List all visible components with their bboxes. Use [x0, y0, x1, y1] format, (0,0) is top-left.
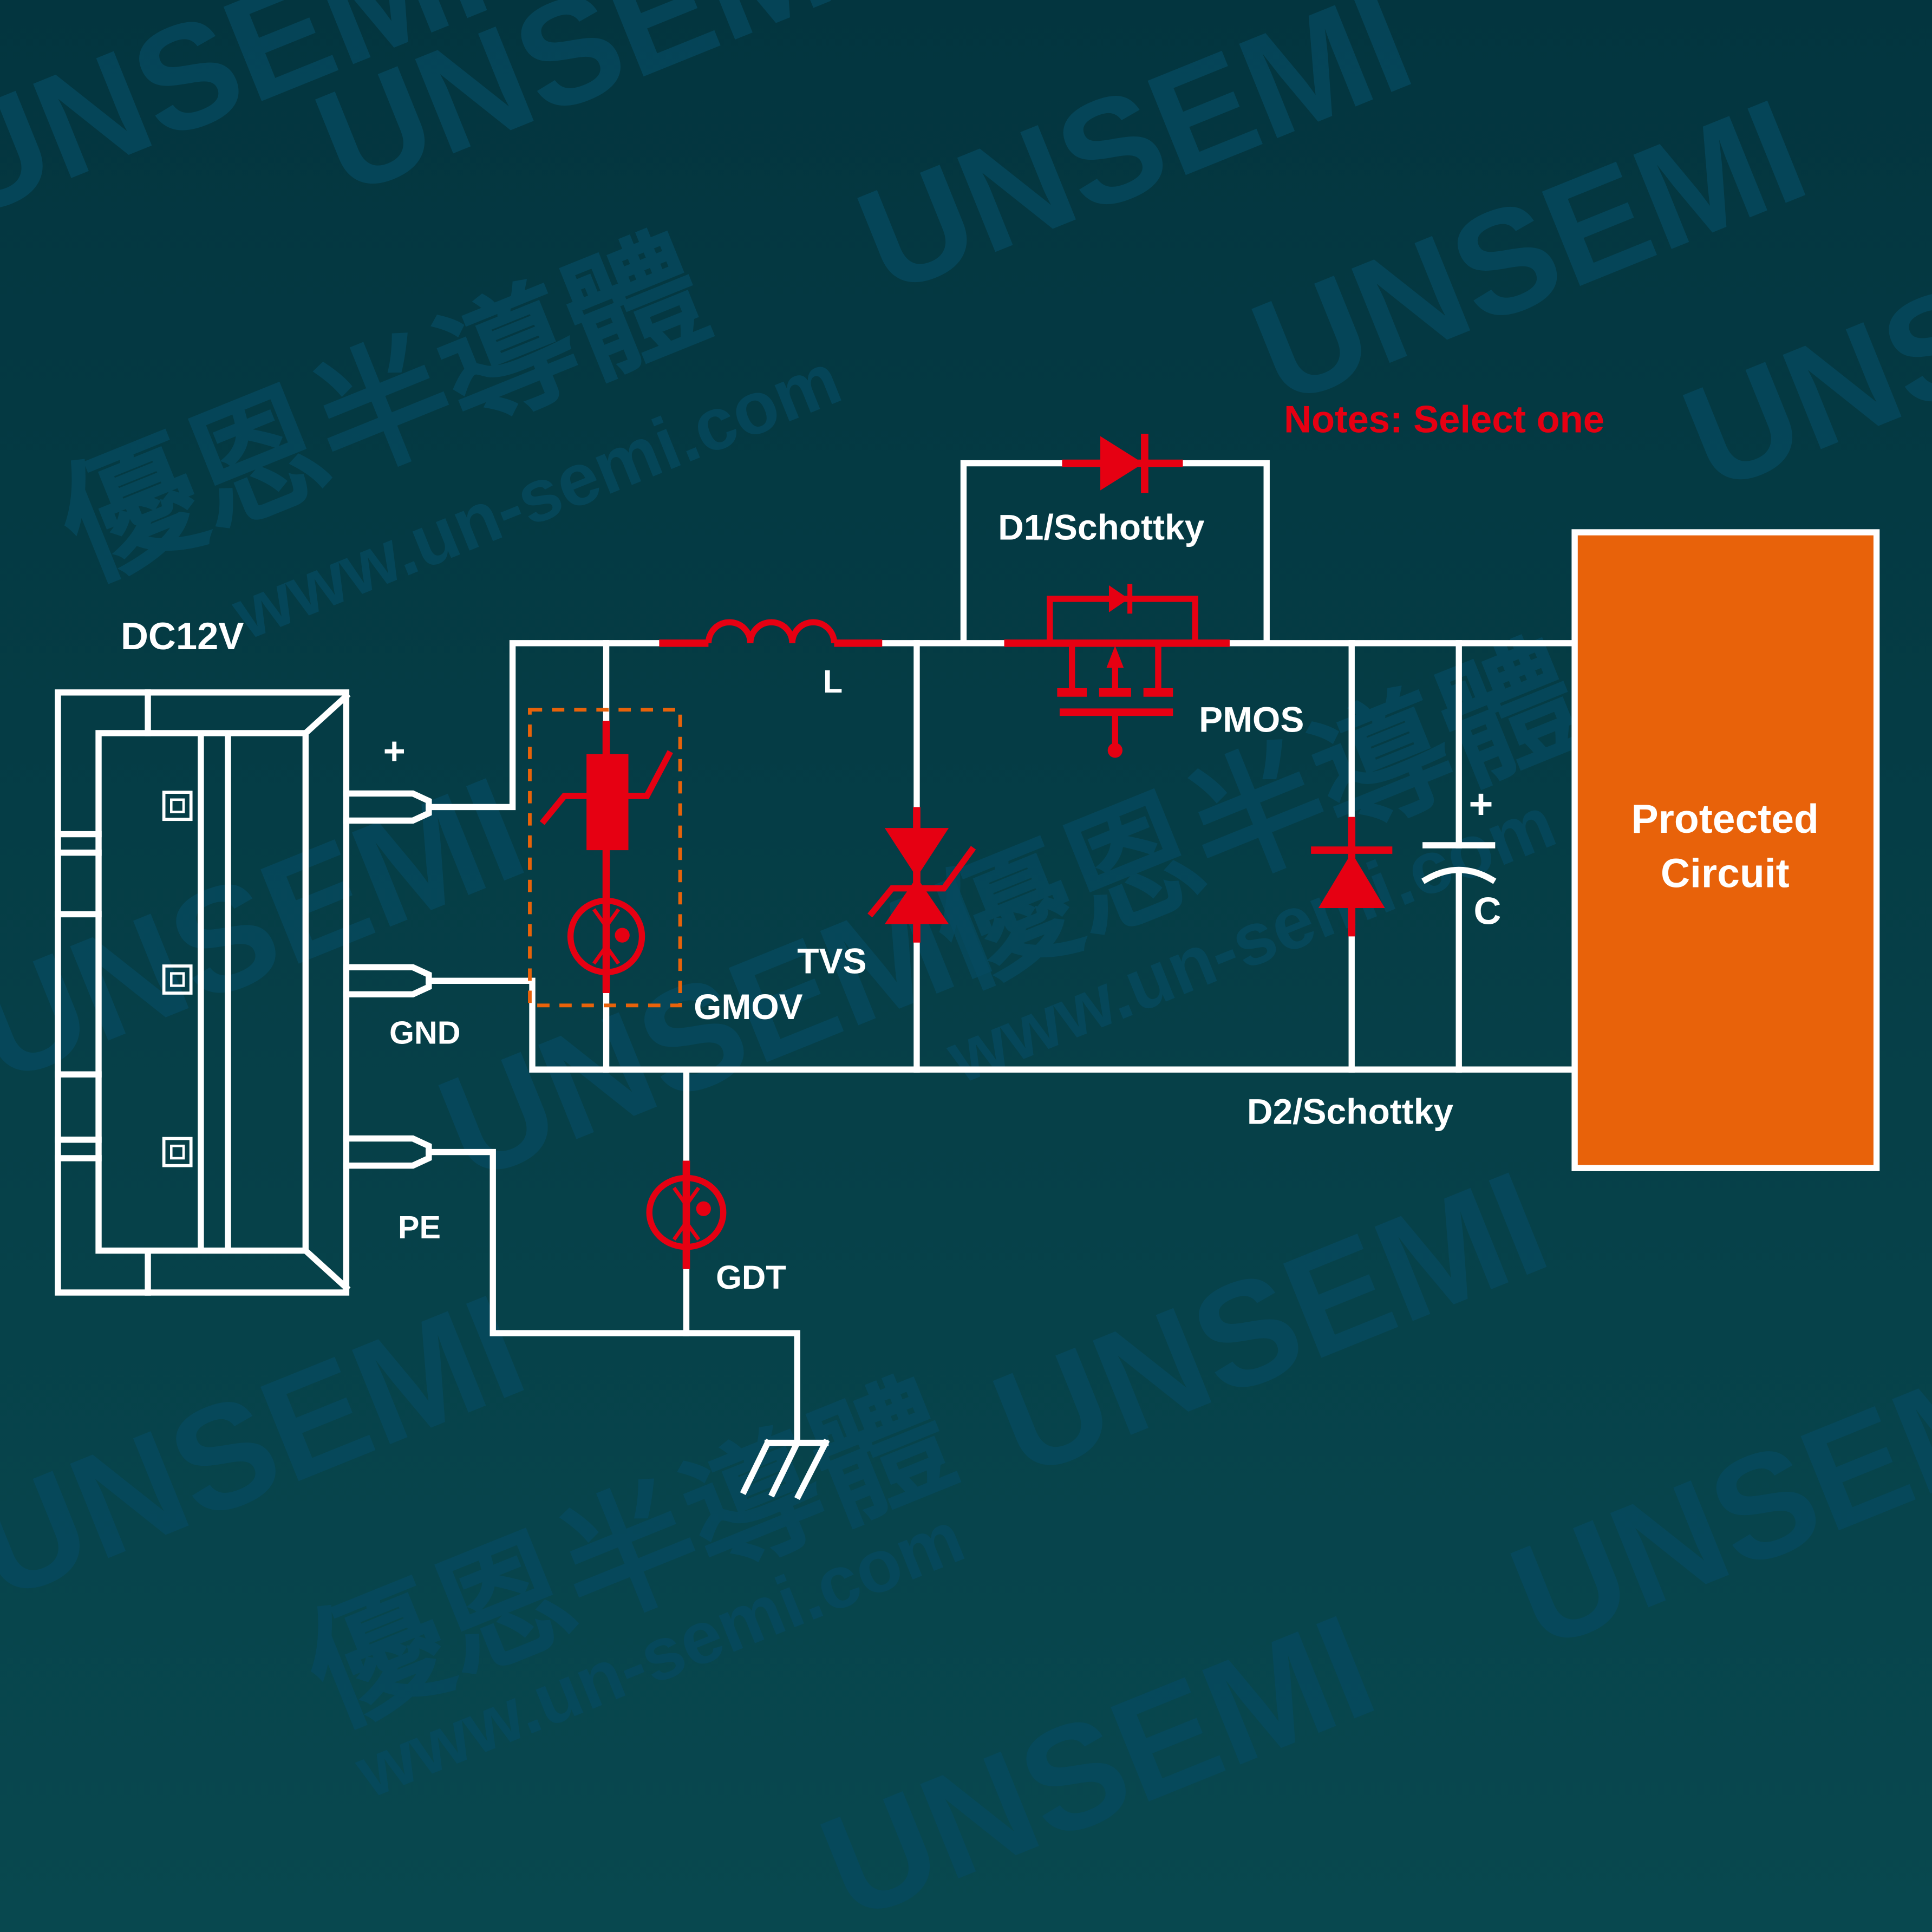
varistor-icon — [586, 754, 629, 851]
gmov-dashed-box — [528, 708, 682, 1008]
inductor: L — [659, 619, 883, 700]
protected-circuit-block — [1571, 529, 1880, 1171]
protected-circuit-line1: Protected — [1631, 796, 1819, 841]
capacitor: + C — [1421, 781, 1502, 932]
pin-label-gnd: GND — [389, 1014, 460, 1050]
terminal-screw-icon — [162, 791, 193, 821]
capacitor-polarity-plus: + — [1468, 781, 1493, 827]
gmov-label: GMOV — [694, 987, 803, 1027]
pmos-label: PMOS — [1199, 700, 1304, 740]
wires — [426, 460, 1576, 1445]
gdt-label: GDT — [716, 1259, 786, 1296]
tvs-label: TVS — [797, 941, 866, 981]
capacitor-label: C — [1474, 890, 1502, 932]
diode-icon — [1318, 852, 1385, 909]
pin-label-pe: PE — [398, 1209, 441, 1245]
tvs-lower-triangle — [884, 877, 949, 924]
notes-text: Notes: Select one — [1284, 398, 1604, 441]
capacitor-curved-plate — [1421, 866, 1497, 884]
pmos: PMOS — [1004, 584, 1304, 758]
d2-label: D2/Schottky — [1247, 1091, 1454, 1131]
dc12v-connector: DC12V + GND PE — [55, 615, 461, 1296]
protected-circuit-line2: Circuit — [1661, 850, 1790, 896]
d2-schottky: D2/Schottky — [1247, 817, 1454, 1131]
pin-label-plus: + — [383, 729, 406, 772]
earth-ground-icon — [740, 1438, 830, 1500]
gmov: GMOV — [528, 708, 803, 1027]
terminal-screw-icon — [162, 964, 193, 995]
coil-icon — [705, 619, 838, 644]
gdt: GDT — [646, 1160, 786, 1296]
terminal-screw-icon — [162, 1137, 193, 1167]
tvs-upper-triangle — [884, 828, 949, 878]
d1-schottky: D1/Schottky — [998, 433, 1205, 547]
body-diode-icon — [1108, 585, 1129, 612]
d1-label: D1/Schottky — [998, 507, 1205, 547]
diode-icon — [1100, 436, 1144, 491]
gas-discharge-icon — [567, 897, 645, 976]
tvs-diode: TVS — [797, 807, 976, 981]
connector-label: DC12V — [121, 615, 244, 657]
inductor-label: L — [823, 663, 843, 700]
protected-circuit: Protected Circuit — [1571, 529, 1880, 1171]
gas-discharge-icon — [646, 1174, 727, 1250]
